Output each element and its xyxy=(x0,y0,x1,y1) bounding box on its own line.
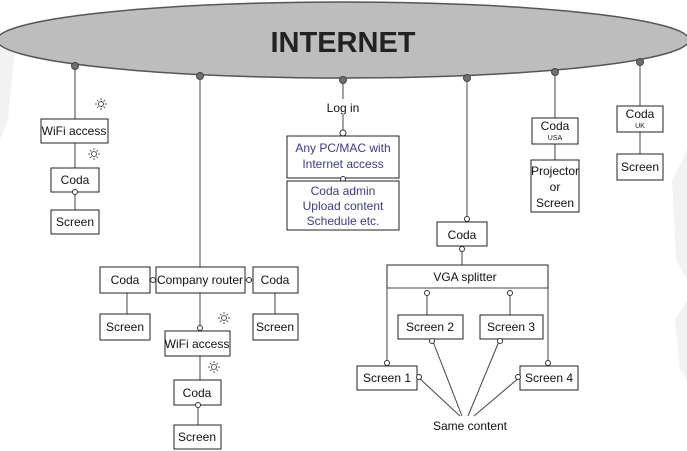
connection-node xyxy=(463,74,471,82)
coda-label: Coda xyxy=(626,107,655,121)
background-decoration xyxy=(672,150,687,280)
admin-label-line1: Coda admin xyxy=(311,184,376,198)
background-decoration xyxy=(675,300,687,380)
screen-1-label: Screen 1 xyxy=(363,371,411,385)
background-decoration xyxy=(0,30,15,140)
company-router-label: Company router xyxy=(157,273,243,287)
pc-mac-box xyxy=(286,135,400,179)
projector-box xyxy=(530,159,580,213)
coda-box xyxy=(99,266,151,294)
wifi-branch-left: WiFi access Coda Screen xyxy=(40,98,109,235)
connection-node xyxy=(71,62,79,70)
wifi-access-box xyxy=(40,118,109,144)
coda-usa-box xyxy=(531,117,579,145)
projector-line1: Projector xyxy=(531,164,579,178)
coda-box xyxy=(173,379,222,406)
coda-uk-region: UK xyxy=(635,123,645,130)
wifi-access-label: WiFi access xyxy=(165,337,230,351)
screen-4-label: Screen 4 xyxy=(525,371,573,385)
admin-label-line3: Schedule etc. xyxy=(307,214,380,228)
same-content-label: Same content xyxy=(433,419,508,433)
company-router-branch: Company router Coda Screen Coda Screen W… xyxy=(99,266,299,450)
connection-node xyxy=(339,76,347,84)
screen-label: Screen xyxy=(256,320,294,334)
sun-burst-icon xyxy=(88,148,100,160)
coda-label: Coda xyxy=(183,386,212,400)
screen-box xyxy=(50,209,100,235)
coda-uk-branch: Coda UK Screen xyxy=(616,105,664,181)
coda-label: Coda xyxy=(448,228,477,242)
screen-label: Screen xyxy=(56,215,94,229)
sun-burst-icon xyxy=(218,312,230,324)
connection-node xyxy=(196,72,204,80)
coda-box xyxy=(252,266,299,294)
coda-label: Coda xyxy=(261,273,290,287)
connection-node xyxy=(636,58,644,66)
admin-label-line2: Upload content xyxy=(303,199,384,213)
screen-box xyxy=(616,153,664,181)
vga-branch: Coda VGA splitter Screen 2 Screen 3 Scre… xyxy=(356,216,579,433)
screen-box xyxy=(252,313,299,341)
projector-line2: or xyxy=(550,180,561,194)
coda-label: Coda xyxy=(541,119,570,133)
pc-mac-label-line2: Internet access xyxy=(302,157,383,171)
screen-label: Screen xyxy=(178,430,216,444)
screen-label: Screen xyxy=(621,160,659,174)
coda-usa-branch: Coda USA Projector or Screen xyxy=(530,117,580,213)
sun-burst-icon xyxy=(95,98,107,110)
screen-box xyxy=(99,313,151,341)
sun-burst-icon xyxy=(208,361,220,373)
wifi-access-label: WiFi access xyxy=(42,124,107,138)
company-router-box xyxy=(155,266,246,294)
wifi-access-box xyxy=(164,330,231,357)
screen-box xyxy=(173,424,222,450)
projector-line3: Screen xyxy=(536,196,574,210)
screen-2-label: Screen 2 xyxy=(406,320,454,334)
screen-3-label: Screen 3 xyxy=(487,320,535,334)
vga-splitter-label: VGA splitter xyxy=(433,270,496,284)
screen-label: Screen xyxy=(106,320,144,334)
coda-admin-box xyxy=(286,180,400,231)
screen-3-box xyxy=(479,314,544,340)
login-branch: Log in Any PC/MAC with Internet access C… xyxy=(286,101,400,231)
coda-uk-box xyxy=(616,105,664,133)
coda-label: Coda xyxy=(61,173,90,187)
internet-label: INTERNET xyxy=(271,27,416,59)
pc-mac-label-line1: Any PC/MAC with xyxy=(295,141,390,155)
connection-node xyxy=(551,68,559,76)
log-in-label: Log in xyxy=(327,101,360,115)
coda-label: Coda xyxy=(111,273,140,287)
internet-nodes xyxy=(71,58,644,84)
coda-usa-region: USA xyxy=(548,135,563,142)
